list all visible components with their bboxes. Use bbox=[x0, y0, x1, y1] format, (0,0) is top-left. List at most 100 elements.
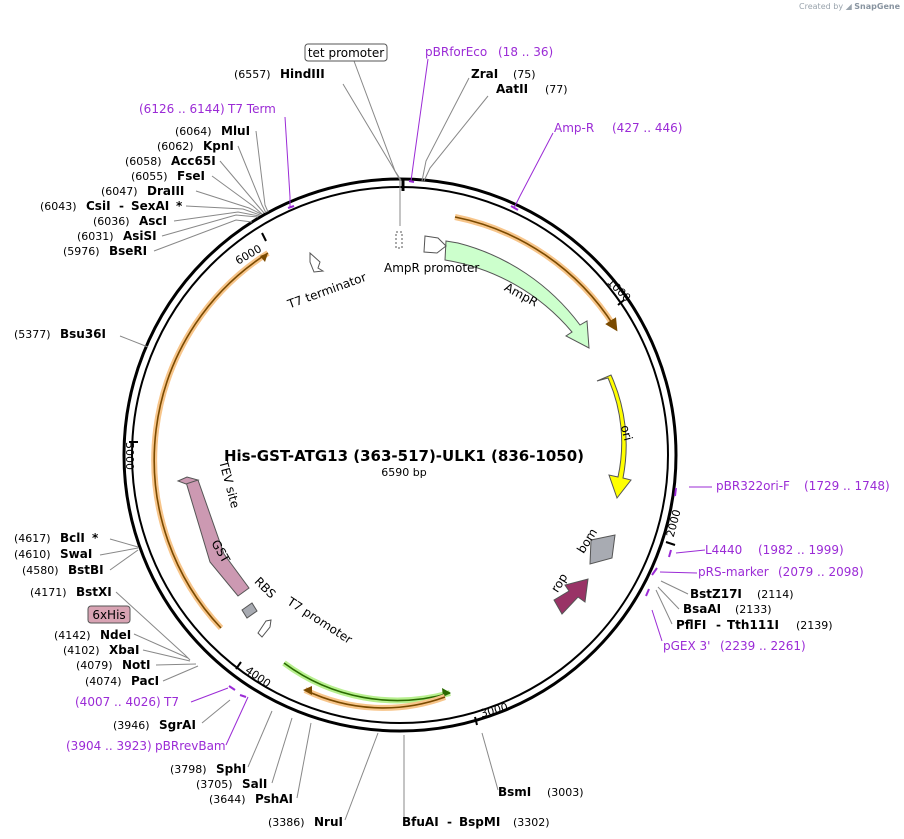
label-tet-promoter: tet promoter bbox=[304, 43, 388, 62]
enzyme-name-fsei: FseI bbox=[177, 169, 205, 183]
primer-range-pbrforeco: (18 .. 36) bbox=[498, 45, 553, 59]
enzyme-name-bseri: BseRI bbox=[109, 244, 147, 258]
enzyme-name-asci: AscI bbox=[139, 214, 167, 228]
enzyme-pos-bsu36i: (5377) bbox=[14, 328, 51, 341]
orf-track-3 bbox=[304, 689, 446, 709]
credit-prefix: Created by bbox=[799, 2, 844, 11]
enzyme-name-sgrai: SgrAI bbox=[159, 718, 196, 732]
enzyme-pos-pshai: (3644) bbox=[209, 793, 246, 806]
enzyme-pos-bsaai: (2133) bbox=[735, 603, 772, 616]
enzyme-name-csii: CsiI bbox=[86, 199, 111, 213]
credit-brand: SnapGene bbox=[854, 2, 900, 11]
primer-label-pbrrevbam: pBRrevBam bbox=[155, 739, 226, 753]
enzyme-pos-bstz17i: (2114) bbox=[757, 588, 794, 601]
primer-mark-t7term bbox=[287, 205, 295, 209]
ampr-feature bbox=[444, 240, 590, 349]
enzyme-pos-sali: (3705) bbox=[196, 778, 233, 791]
enzyme-name-bsmi: BsmI bbox=[498, 785, 531, 799]
enzyme-pos-ndei: (4142) bbox=[54, 629, 91, 642]
enzyme-name-pflfi: PflFI bbox=[676, 618, 706, 632]
orf-track-1 bbox=[454, 216, 618, 332]
orf-track-2-arrowhead bbox=[260, 253, 268, 262]
ori-label: ori bbox=[618, 424, 636, 443]
rop-label: rop bbox=[548, 571, 570, 595]
primer-mark-pbr322ori bbox=[674, 487, 677, 497]
primer-label-pgex: pGEX 3' bbox=[663, 639, 710, 653]
primer-range-pbrrevbam: (3904 .. 3923) bbox=[66, 739, 152, 753]
enzyme-name-sexai: SexAI bbox=[131, 199, 169, 213]
enzyme-name-bsaai: BsaAI bbox=[683, 602, 721, 616]
enzyme-pos-noti: (4079) bbox=[76, 659, 113, 672]
enzyme-name-mlui: MluI bbox=[221, 124, 250, 138]
enzyme-pos-kpni: (6062) bbox=[157, 140, 194, 153]
enzyme-pos-acc65i: (6058) bbox=[125, 155, 162, 168]
primer-mark-prs bbox=[651, 567, 658, 576]
enzyme-separator-pflfi: - bbox=[716, 618, 721, 632]
enzyme-pos-aatii: (77) bbox=[545, 83, 568, 96]
enzyme-name-hindiii: HindIII bbox=[280, 67, 325, 81]
tet-promoter-feature bbox=[395, 231, 403, 249]
enzyme-name-bfuai: BfuAI bbox=[402, 815, 439, 829]
enzyme-name-draiii: DraIII bbox=[147, 184, 184, 198]
tick-label-3000: 3000 bbox=[479, 701, 509, 721]
enzyme-name-sphi: SphI bbox=[216, 762, 246, 776]
enzyme-name-paci: PacI bbox=[131, 674, 159, 688]
tet-promoter-label: tet promoter bbox=[308, 46, 384, 60]
plasmid-size: 6590 bp bbox=[381, 466, 426, 479]
enzyme-name-bsu36i: Bsu36I bbox=[60, 327, 106, 341]
enzyme-name-nrui: NruI bbox=[314, 815, 343, 829]
enzyme-pos-bstxi: (4171) bbox=[30, 586, 67, 599]
enzyme-name-ndei: NdeI bbox=[100, 628, 131, 642]
primer-label-pbrforeco: pBRforEco bbox=[425, 45, 487, 59]
his-tag-label: 6xHis bbox=[92, 608, 125, 622]
primer-label-ampr: Amp-R bbox=[554, 121, 594, 135]
rbs-feature bbox=[241, 602, 258, 619]
primer-range-t7: (4007 .. 4026) bbox=[75, 695, 161, 709]
ampr-promoter-feature bbox=[423, 235, 447, 254]
snapgene-logo-icon: ◢ bbox=[845, 2, 852, 11]
enzyme-name-asisi: AsiSI bbox=[123, 229, 157, 243]
primer-marks bbox=[228, 180, 677, 698]
enzyme-pos-paci: (4074) bbox=[85, 675, 122, 688]
primer-range-t7term: (6126 .. 6144) bbox=[139, 102, 225, 116]
primer-range-pgex: (2239 .. 2261) bbox=[720, 639, 806, 653]
primer-range-prs: (2079 .. 2098) bbox=[778, 565, 864, 579]
enzyme-pos-bsmi: (3003) bbox=[547, 786, 584, 799]
enzyme-name-zrai: ZraI bbox=[471, 67, 498, 81]
enzyme-pos-mlui: (6064) bbox=[175, 125, 212, 138]
plasmid-title: His-GST-ATG13 (363-517)-ULK1 (836-1050) bbox=[224, 447, 584, 465]
enzyme-star-sexai: * bbox=[176, 199, 183, 213]
enzyme-pos-asci: (6036) bbox=[93, 215, 130, 228]
tick-5000: 5000 bbox=[123, 441, 138, 470]
primer-range-pbr322ori: (1729 .. 1748) bbox=[804, 479, 890, 493]
primer-mark-pbrrevbam bbox=[239, 694, 247, 698]
enzyme-pos-bfuai: (3302) bbox=[513, 816, 550, 829]
tev-site-feature bbox=[176, 476, 200, 485]
enzyme-separator-bfuai: - bbox=[447, 815, 452, 829]
amp-promoter-label: AmpR promoter bbox=[384, 261, 479, 275]
primer-mark-t7 bbox=[228, 685, 236, 691]
enzyme-pos-bseri: (5976) bbox=[63, 245, 100, 258]
tick-label-2000: 2000 bbox=[664, 508, 684, 538]
ori-feature bbox=[596, 374, 632, 500]
orf-track-3-arrowhead bbox=[303, 686, 312, 695]
enzyme-pos-sgrai: (3946) bbox=[113, 719, 150, 732]
primer-label-prs: pRS-marker bbox=[698, 565, 769, 579]
enzyme-pos-pflfi: (2139) bbox=[796, 619, 833, 632]
primer-mark-pgex bbox=[645, 588, 650, 597]
orf-track-2-halo bbox=[151, 250, 270, 631]
primer-label-t7: T7 bbox=[163, 695, 179, 709]
enzyme-name-kpni: KpnI bbox=[203, 139, 234, 153]
primer-range-ampr: (427 .. 446) bbox=[612, 121, 682, 135]
t7-terminator-feature bbox=[309, 251, 325, 273]
enzyme-pos-xbai: (4102) bbox=[63, 644, 100, 657]
enzyme-pos-asisi: (6031) bbox=[77, 230, 114, 243]
enzyme-name-xbai: XbaI bbox=[109, 643, 139, 657]
label-6xhis: 6xHis bbox=[87, 605, 131, 624]
enzyme-name-bstxi: BstXI bbox=[76, 585, 112, 599]
primer-mark-pbrforeco bbox=[408, 180, 415, 183]
enzyme-pos-nrui: (3386) bbox=[268, 816, 305, 829]
t7-promoter-label: T7 promoter bbox=[284, 594, 355, 647]
enzyme-name-acc65i: Acc65I bbox=[171, 154, 216, 168]
